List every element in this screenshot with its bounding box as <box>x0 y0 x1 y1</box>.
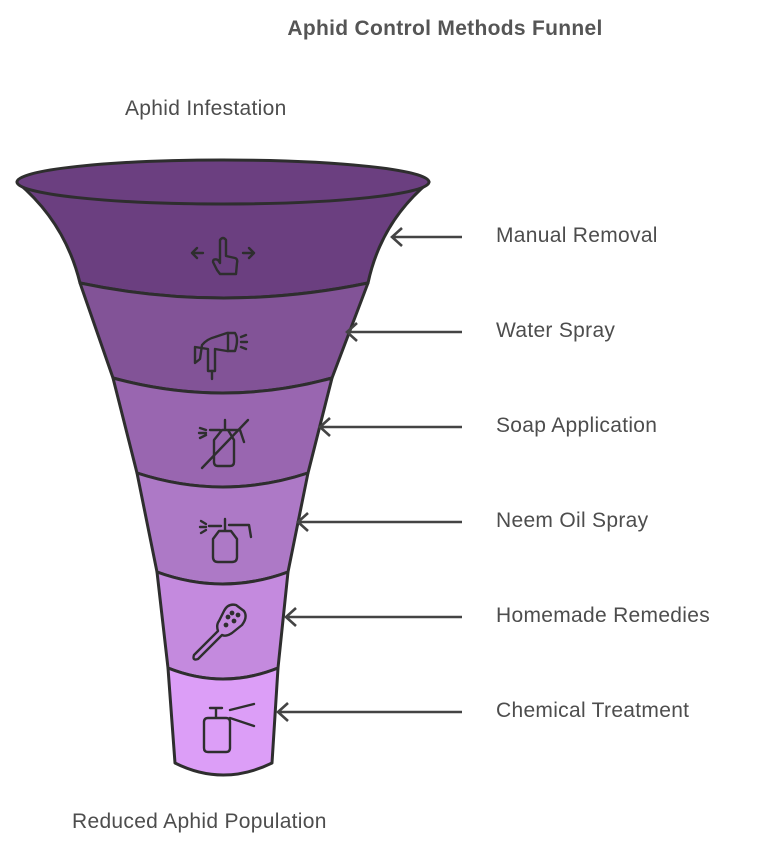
arrow-icon <box>276 702 462 722</box>
funnel-input-label: Aphid Infestation <box>125 97 287 120</box>
arrow-icon <box>318 417 462 437</box>
hose-nozzle-icon <box>193 331 249 381</box>
funnel-stage-3 <box>111 376 334 489</box>
spray-bottle-icon <box>198 517 253 564</box>
funnel-stage-2 <box>78 281 370 395</box>
stage-label: Soap Application <box>496 414 658 437</box>
no-spray-bottle-icon <box>197 418 250 470</box>
funnel-stage-4 <box>135 471 310 586</box>
funnel-stage-6 <box>166 666 280 777</box>
funnel-top-rim <box>15 158 431 206</box>
diagram-title: Aphid Control Methods Funnel <box>287 17 603 40</box>
swipe-hand-icon <box>190 236 256 276</box>
arrow-icon <box>284 607 462 627</box>
arrow-icon <box>345 322 462 342</box>
stage-label: Chemical Treatment <box>496 699 690 722</box>
stage-label: Homemade Remedies <box>496 604 711 627</box>
stage-label: Manual Removal <box>496 224 658 247</box>
stage-label: Neem Oil Spray <box>496 509 649 532</box>
funnel-output-label: Reduced Aphid Population <box>72 810 327 833</box>
pump-sprayer-icon <box>202 702 256 754</box>
arrow-icon <box>390 227 462 247</box>
stage-label: Water Spray <box>496 319 616 342</box>
sponge-brush-icon <box>192 603 247 661</box>
arrow-icon <box>296 512 462 532</box>
funnel-stage-5 <box>155 570 290 681</box>
